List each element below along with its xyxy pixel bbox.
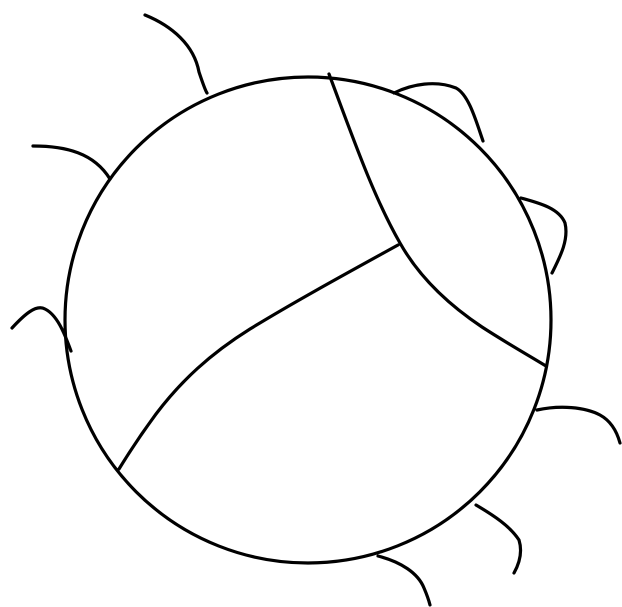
division-line-top <box>329 74 546 366</box>
leg-mid-left <box>12 308 71 351</box>
leg-bottom-right <box>476 505 521 573</box>
leg-bottom-center <box>378 556 430 605</box>
leg-upper-left <box>33 146 110 179</box>
leg-top-right <box>394 84 483 141</box>
division-line-middle <box>119 245 398 469</box>
leg-right-lower <box>537 407 620 443</box>
body-circle <box>65 77 551 563</box>
leg-top-left <box>145 15 207 93</box>
